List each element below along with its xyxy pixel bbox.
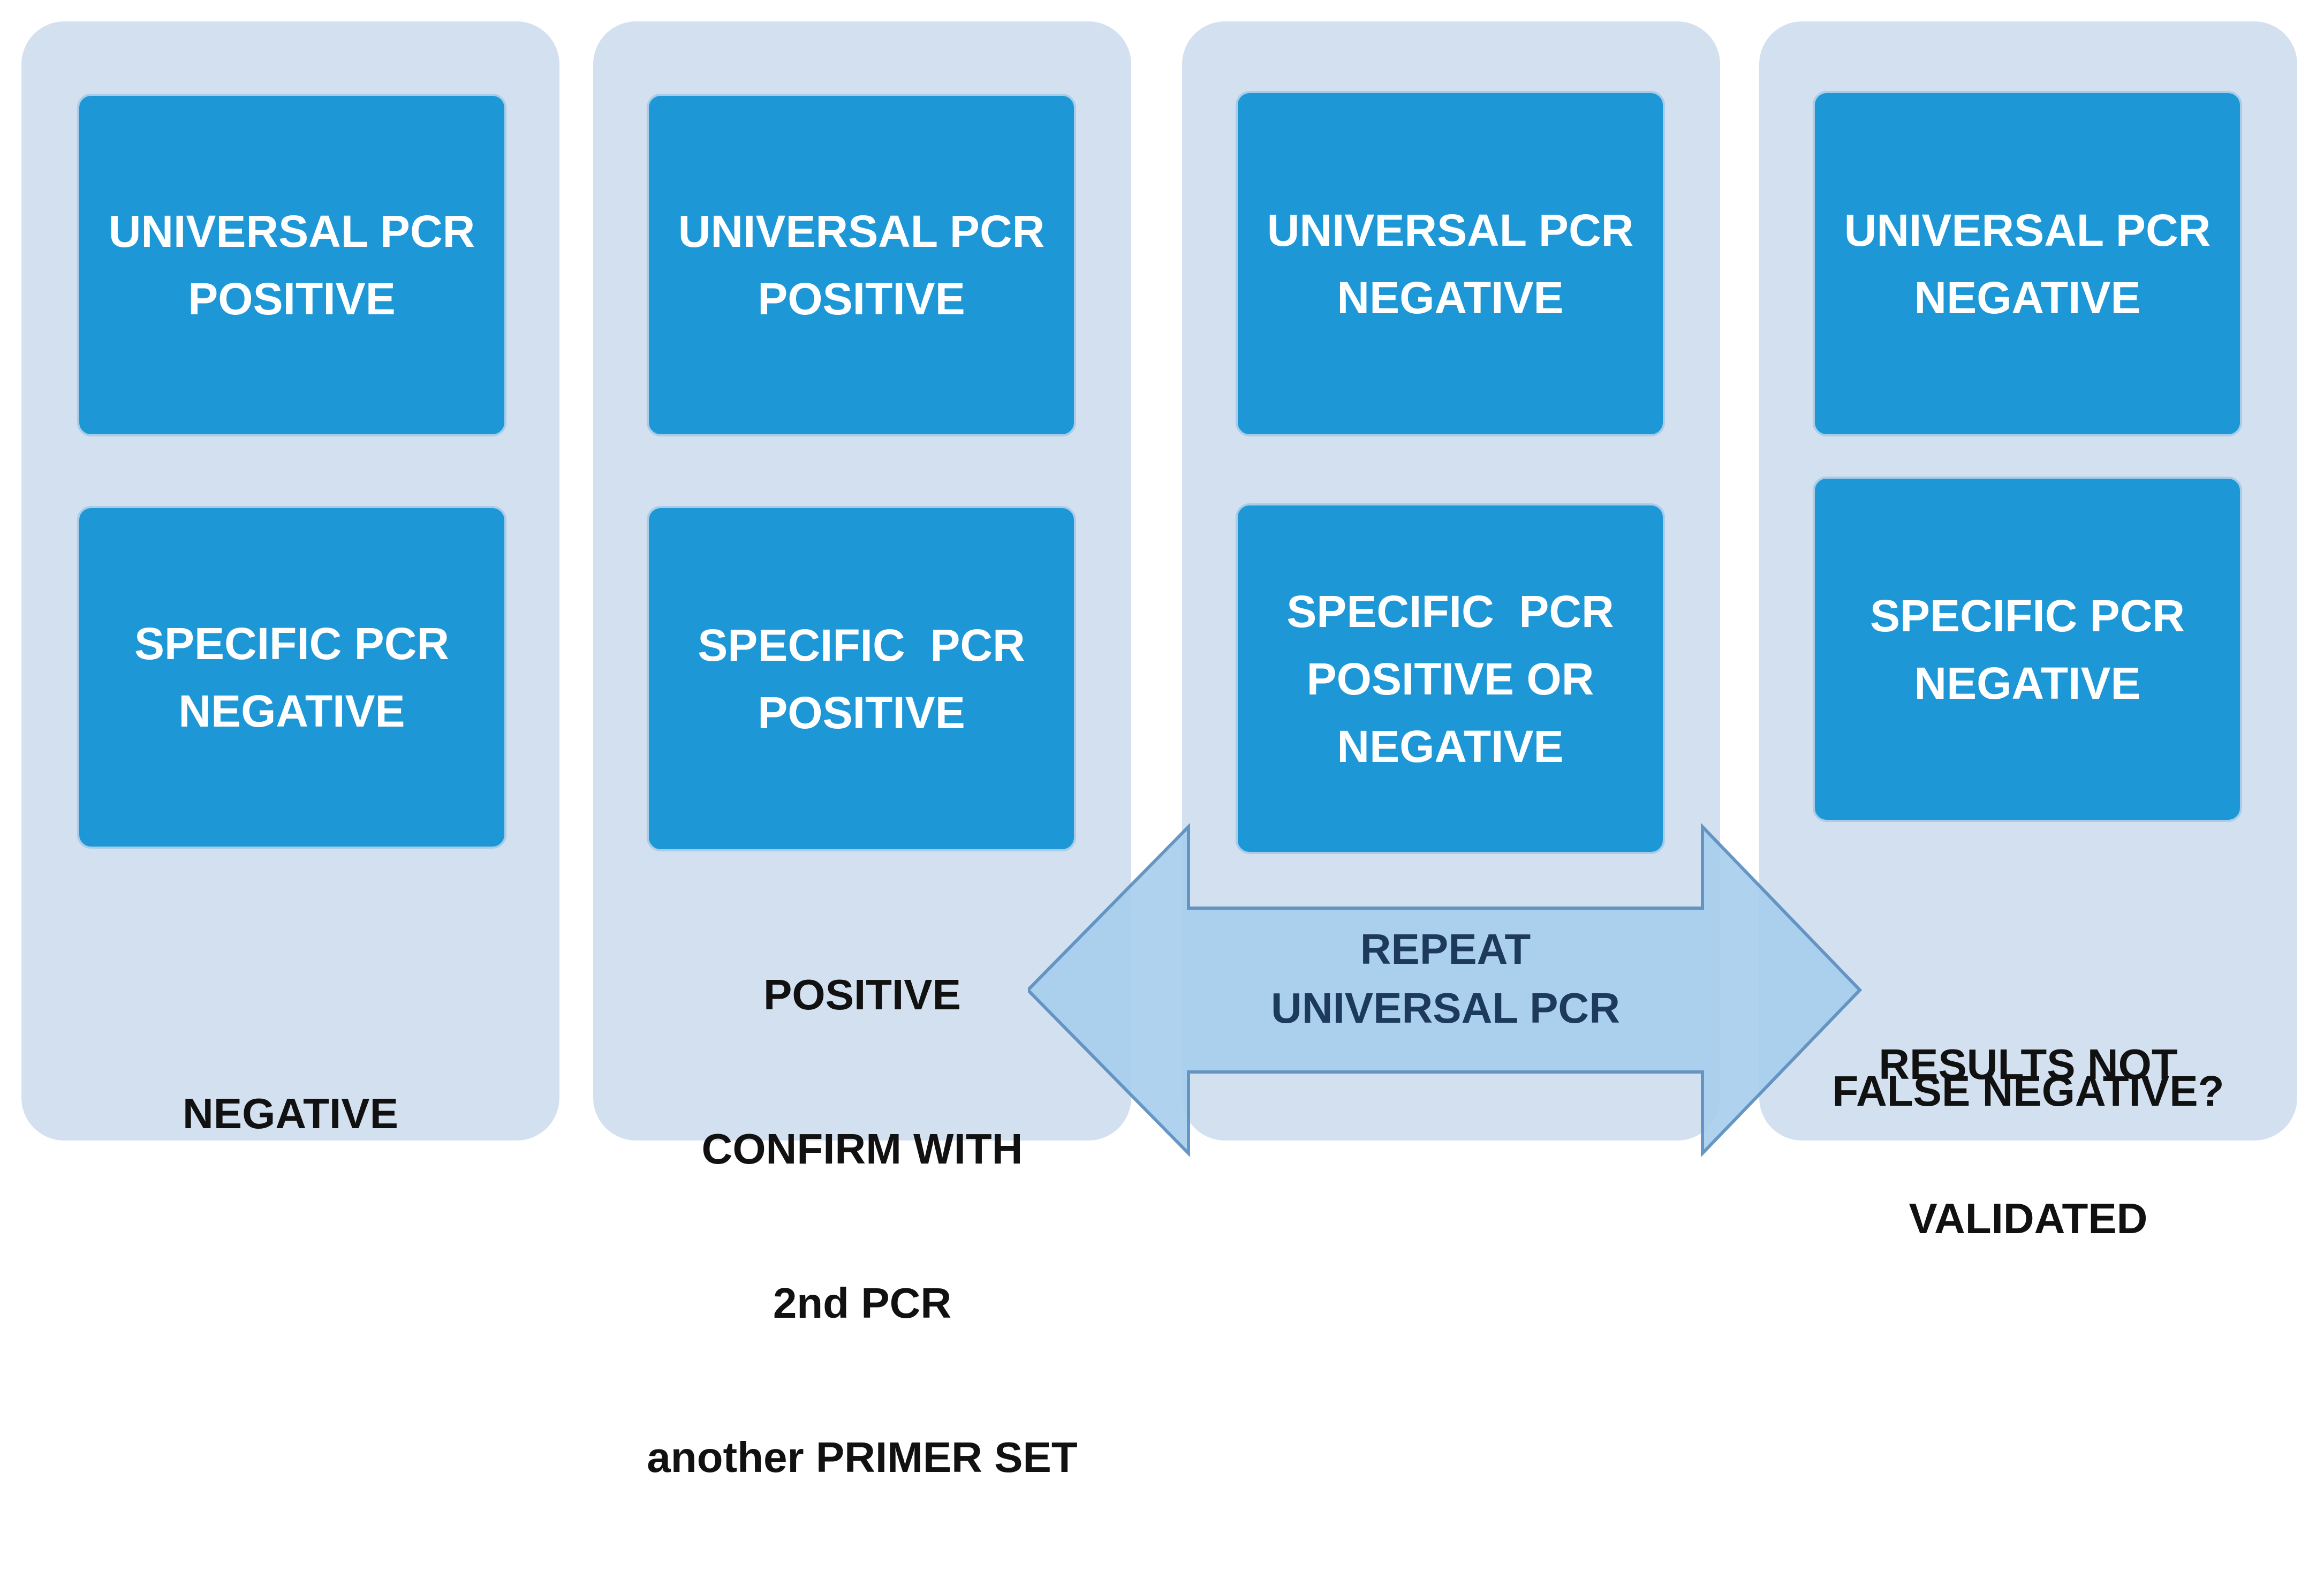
universal-pcr-box: UNIVERSAL PCR NEGATIVE (1813, 91, 2242, 436)
repeat-universal-pcr-label: REPEAT UNIVERSAL PCR (1247, 920, 1644, 1038)
arrow-label-line: REPEAT (1360, 925, 1531, 973)
universal-pcr-box: UNIVERSAL PCR POSITIVE (77, 94, 506, 436)
box-line: UNIVERSAL PCR (1844, 205, 2211, 255)
box-line: POSITIVE (758, 274, 965, 324)
scenario-column-1: UNIVERSAL PCR POSITIVE SPECIFIC PCR NEGA… (21, 21, 559, 1141)
outcome-line: POSITIVE (763, 971, 961, 1018)
outcome-text: NEGATIVE (21, 985, 559, 1242)
specific-pcr-box: SPECIFIC PCR POSITIVE (647, 506, 1076, 851)
scenario-column-2: UNIVERSAL PCR POSITIVE SPECIFIC PCR POSI… (593, 21, 1131, 1481)
universal-pcr-box: UNIVERSAL PCR NEGATIVE (1236, 91, 1665, 436)
outcome-line: VALIDATED (1909, 1195, 2148, 1242)
box-line: POSITIVE (188, 274, 396, 324)
double-arrow-shape (1028, 824, 1863, 1157)
arrow-label-line: UNIVERSAL PCR (1271, 984, 1620, 1032)
specific-pcr-box: SPECIFIC PCR NEGATIVE (77, 506, 506, 849)
box-line: SPECIFIC PCR (698, 620, 1025, 670)
double-arrow-icon (1028, 824, 1863, 1157)
specific-pcr-box: SPECIFIC PCR POSITIVE OR NEGATIVE (1236, 503, 1665, 854)
box-line: NEGATIVE (1914, 658, 2141, 708)
box-line: SPECIFIC PCR (134, 618, 450, 669)
box-line: UNIVERSAL PCR (108, 206, 475, 256)
outcome-line: another PRIMER SET (647, 1433, 1078, 1481)
outcome-line: RESULTS NOT (1879, 1040, 2178, 1088)
box-line: SPECIFIC PCR (1869, 590, 2185, 641)
specific-pcr-box: SPECIFIC PCR NEGATIVE (1813, 477, 2242, 822)
universal-pcr-box: UNIVERSAL PCR POSITIVE (647, 94, 1076, 436)
box-line: SPECIFIC PCR (1286, 586, 1614, 637)
box-line: NEGATIVE (1914, 272, 2141, 323)
scenario-column-4: UNIVERSAL PCR NEGATIVE SPECIFIC PCR NEGA… (1759, 21, 2297, 1242)
box-line: NEGATIVE (178, 686, 405, 736)
box-line: UNIVERSAL PCR (1267, 205, 1634, 255)
box-line: NEGATIVE (1337, 721, 1564, 772)
box-line: POSITIVE (758, 687, 965, 738)
outcome-line: 2nd PCR (773, 1279, 952, 1327)
box-line: UNIVERSAL PCR (678, 206, 1045, 256)
box-line: NEGATIVE (1337, 272, 1564, 323)
false-negative-question: FALSE NEGATIVE? (1832, 1067, 2224, 1115)
outcome-line: NEGATIVE (182, 1090, 398, 1137)
box-line: POSITIVE OR (1306, 653, 1594, 704)
